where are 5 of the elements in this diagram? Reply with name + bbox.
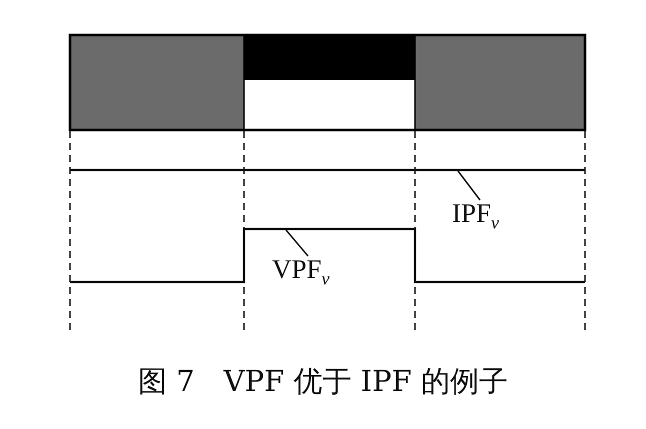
leader-line	[285, 230, 309, 256]
signal-label: VPF$_{v}$	[272, 256, 330, 288]
leader-line	[457, 170, 481, 200]
figure-caption: 图 7 VPF 优于 IPF 的例子	[138, 364, 508, 398]
signal-label: IPF$_{v}$	[452, 200, 500, 232]
